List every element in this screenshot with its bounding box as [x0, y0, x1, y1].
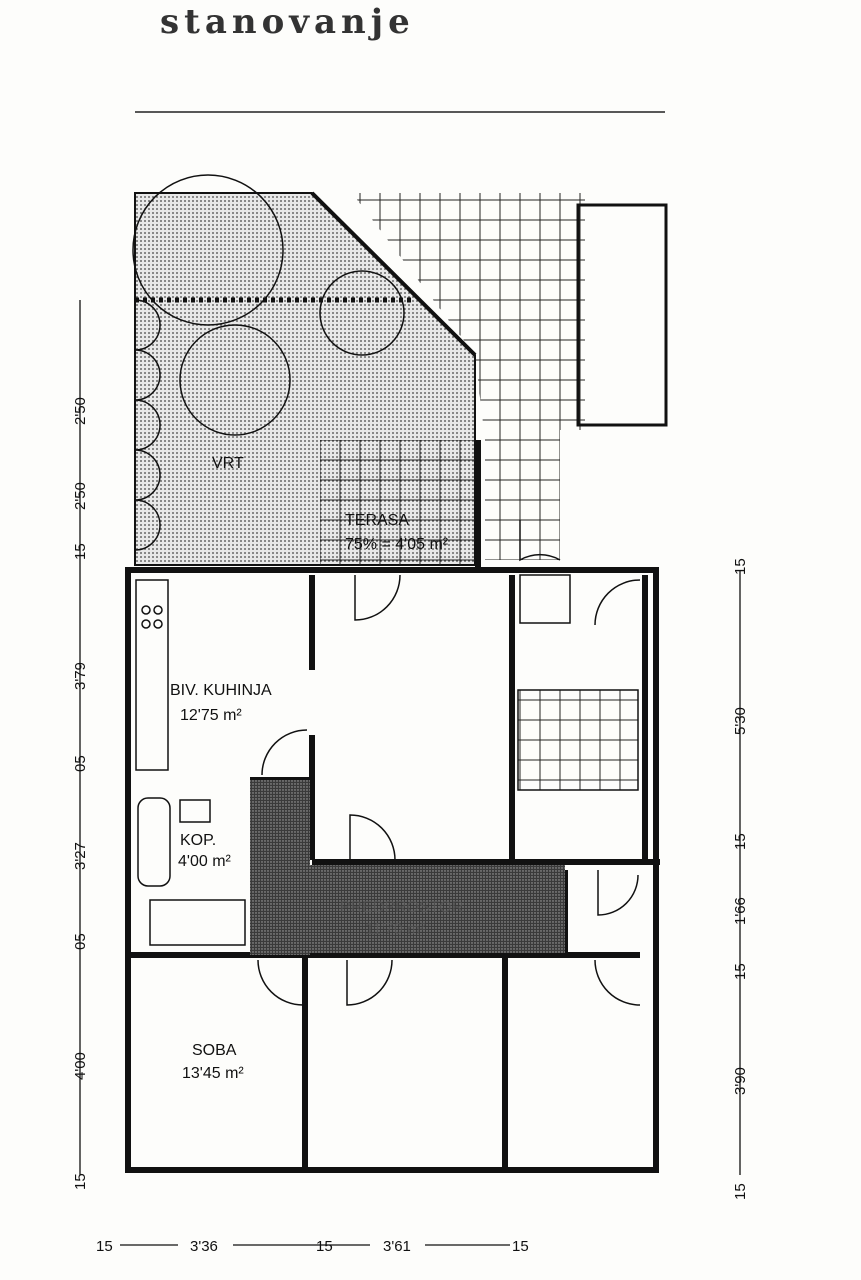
room-area: 13'45 m²	[182, 1065, 244, 1082]
dim-right: 15	[732, 963, 749, 980]
fixtures	[135, 574, 639, 946]
dim-left: 15	[72, 543, 89, 560]
dim-bottom: 15	[316, 1238, 333, 1255]
bathroom-area: 4'00 m²	[178, 853, 232, 870]
dim-right: 5'30	[732, 707, 749, 735]
dim-bottom: 15	[512, 1238, 529, 1255]
dim-bottom: 3'61	[383, 1238, 411, 1255]
garden-label: VRT	[212, 455, 244, 472]
hall-label: PREDPROSTOR	[340, 899, 463, 916]
bottom-dimensions: 15 3'36 15 3'61 15	[96, 1235, 529, 1255]
terrace-area: 75% = 4'05 m²	[345, 536, 449, 553]
dim-right: 15	[732, 833, 749, 850]
dim-right: 1'66	[732, 897, 749, 925]
room-label: SOBA	[192, 1042, 237, 1059]
dim-left: 3'79	[72, 662, 89, 690]
dim-right: 15	[732, 558, 749, 575]
dim-left: 15	[72, 1173, 89, 1190]
kitchen-label: BIV. KUHINJA	[170, 682, 272, 699]
dim-left: 05	[72, 933, 89, 950]
dim-bottom: 3'36	[190, 1238, 218, 1255]
dim-bottom: 15	[96, 1238, 113, 1255]
dim-right: 15	[732, 1183, 749, 1200]
left-dimensions: 2'50 2'50 15 3'79 05 3'27 05 4'00 15	[72, 397, 89, 1190]
dim-left: 2'50	[72, 482, 89, 510]
dim-left: 4'00	[72, 1052, 89, 1080]
dim-left: 2'50	[72, 397, 89, 425]
hall-area: 11'70 m²	[365, 921, 426, 938]
plan-title: stanovanje	[160, 2, 415, 42]
door-swings	[257, 520, 641, 1006]
dim-left: 05	[72, 755, 89, 772]
dim-left: 3'27	[72, 842, 89, 870]
dim-right: 3'90	[732, 1067, 749, 1095]
terrace-label: TERASA	[345, 512, 409, 529]
paving	[352, 193, 585, 560]
bathroom-label: KOP.	[180, 832, 216, 849]
walls	[125, 440, 660, 1173]
right-dimensions: 15 5'30 15 1'66 15 3'90 15	[732, 558, 749, 1200]
trees	[132, 174, 405, 551]
kitchen-area: 12'75 m²	[180, 707, 242, 724]
